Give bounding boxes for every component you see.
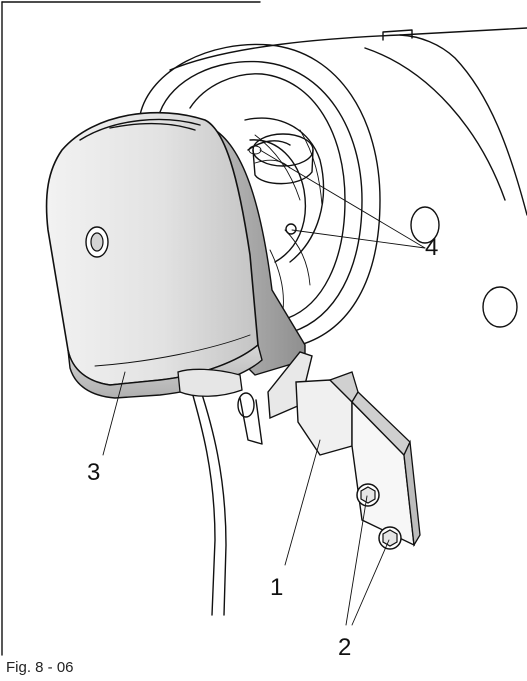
set-screw	[285, 223, 297, 235]
frame-border	[1, 1, 261, 656]
handwheel	[139, 43, 381, 346]
cover-knob-inner	[90, 232, 104, 252]
callout-3: 3	[87, 459, 100, 486]
cover-unit	[45, 111, 306, 399]
callout-2: 2	[338, 634, 351, 661]
callout-1: 1	[270, 574, 283, 601]
housing-hole-lower	[482, 286, 518, 328]
machine-housing	[169, 27, 527, 328]
screw-lower	[378, 526, 402, 550]
housing-hole-upper	[410, 206, 440, 244]
figure-caption: Fig. 8 - 06	[6, 659, 74, 676]
bracket	[267, 351, 421, 550]
callout-4: 4	[425, 234, 438, 261]
screw-upper	[356, 483, 380, 507]
cable	[177, 368, 263, 616]
leader-lines	[102, 149, 426, 626]
